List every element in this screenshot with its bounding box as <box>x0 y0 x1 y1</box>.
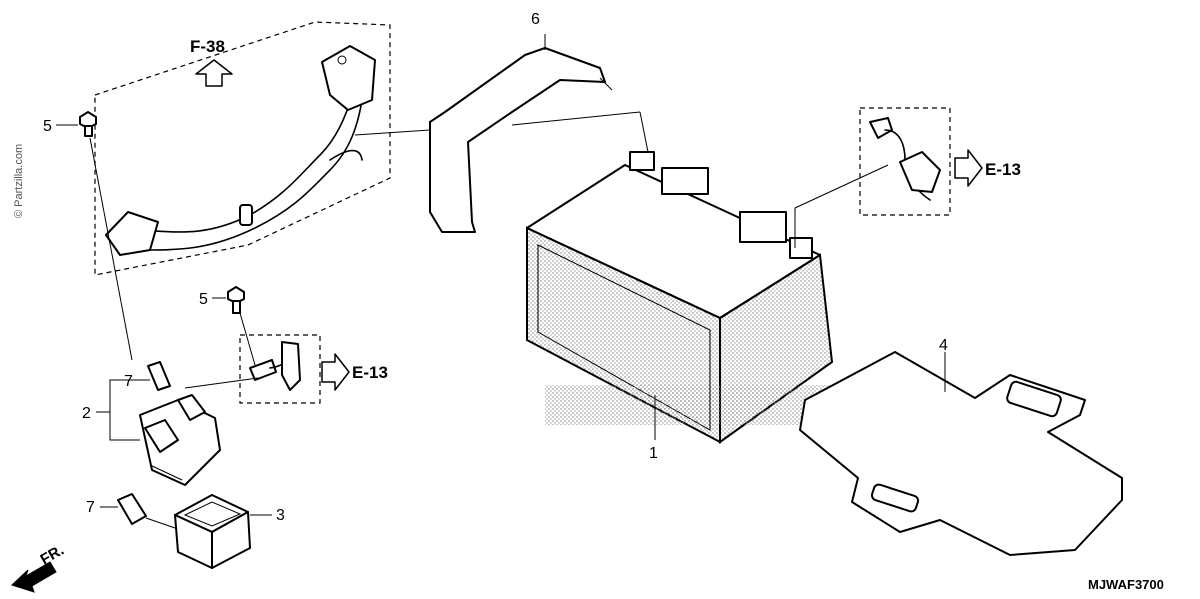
relay-box <box>174 494 272 569</box>
battery-terminal-positive <box>789 237 813 259</box>
arrow-up-icon <box>195 59 233 87</box>
reference-e13-upper[interactable]: E-13 <box>985 160 1021 179</box>
callout-3[interactable]: 3 <box>276 507 285 524</box>
callout-5-upper[interactable]: 5 <box>43 118 52 135</box>
catalog-code: MJWAF3700 <box>1088 577 1164 592</box>
leader-bracket-2 <box>96 379 150 441</box>
front-indicator-label: FR. <box>38 542 67 569</box>
starter-relay <box>139 394 221 486</box>
reference-e13-lower[interactable]: E-13 <box>352 363 388 382</box>
battery-terminal-negative <box>629 151 655 171</box>
battery-cover-plate <box>799 351 1123 556</box>
callout-2[interactable]: 2 <box>82 405 91 422</box>
callout-6[interactable]: 6 <box>531 11 540 28</box>
arrow-right-icon <box>321 353 350 391</box>
harness-upper-terminal <box>321 45 376 111</box>
battery-terminal-cover <box>661 167 709 195</box>
battery-terminal-cover-positive <box>739 211 787 243</box>
callout-7-lower[interactable]: 7 <box>86 499 95 516</box>
callout-5-lower[interactable]: 5 <box>199 291 208 308</box>
reference-f38[interactable]: F-38 <box>190 37 225 56</box>
harness-connector <box>105 211 159 256</box>
callout-7-upper[interactable]: 7 <box>124 373 133 390</box>
positive-cable-assembly <box>794 107 951 248</box>
harness-assembly <box>94 21 391 276</box>
fuse-7-lower <box>100 493 176 529</box>
bolt-5-lower <box>227 286 256 366</box>
callout-1[interactable]: 1 <box>649 445 658 462</box>
battery <box>526 151 835 444</box>
arrow-right-icon <box>954 149 983 187</box>
starter-relay-cable <box>184 334 321 404</box>
bolt-5-upper <box>79 111 133 361</box>
callout-4[interactable]: 4 <box>939 337 948 354</box>
fuse-7-upper <box>147 361 171 391</box>
watermark: © Partzilla.com <box>13 144 25 218</box>
front-arrow-icon <box>11 561 57 593</box>
harness-clip <box>239 204 253 226</box>
battery-band <box>354 34 649 233</box>
